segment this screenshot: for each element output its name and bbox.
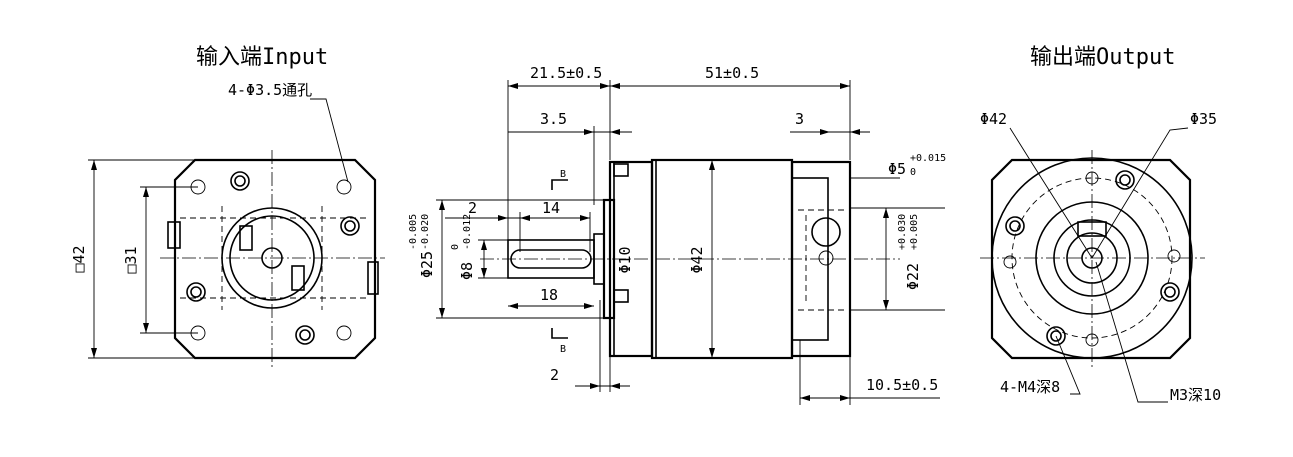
section-label-bottom: B: [560, 344, 566, 355]
dim-3-5: 3.5: [540, 110, 567, 128]
dim-body-length: 51±0.5: [705, 64, 759, 82]
dia-8-tol-upper: 0: [450, 244, 461, 250]
dia-42-side-label: Φ42: [688, 246, 706, 273]
shaft-keyway: [510, 249, 592, 269]
input-hole-note: 4-Φ3.5通孔: [228, 81, 312, 99]
input-square-inner-label: □31: [122, 246, 140, 273]
dia-8-label: Φ8: [458, 262, 476, 280]
dim-14: 14: [542, 199, 560, 217]
output-flange-outline: [990, 158, 1192, 360]
input-side-lug-left: [167, 221, 181, 249]
output-end-view: 输出端Output Φ42 Φ35 4-M4深8 M3深10: [980, 45, 1221, 404]
input-bolt-holes: [186, 171, 360, 345]
dim-3: 3: [795, 110, 804, 128]
dia-25-tol-lower: -0.020: [420, 214, 431, 250]
hole-note-leader: [310, 98, 349, 183]
dia-25-tol-upper: -0.005: [408, 214, 419, 250]
dim-2-bottom: 2: [550, 366, 559, 384]
dia-10-label: Φ10: [616, 246, 634, 273]
dia-8-tol-lower: -0.012: [462, 214, 473, 250]
thread-note-m4: 4-M4深8: [1000, 378, 1060, 396]
output-view-title: 输出端Output: [1030, 45, 1175, 70]
dim-2-top: 2: [468, 199, 477, 217]
dia-22-tol-upper: +0.030: [897, 214, 908, 250]
input-side-lug-right: [367, 261, 379, 295]
input-clamp-right: [291, 265, 305, 291]
input-clamp-left: [239, 225, 253, 251]
side-view: 21.5±0.5 51±0.5 3.5 3: [408, 64, 946, 405]
dia-22-tol-lower: +0.005: [909, 214, 920, 250]
section-label-top: B: [560, 169, 566, 180]
dim-18: 18: [540, 286, 558, 304]
dim-shaft-length: 21.5±0.5: [530, 64, 602, 82]
input-square-outer-label: □42: [70, 245, 88, 272]
thread-note-m3: M3深10: [1170, 386, 1221, 404]
input-view-title: 输入端Input: [196, 45, 328, 70]
dia-5-tol-lower: 0: [910, 167, 916, 178]
input-flange-outline: [173, 158, 377, 360]
dia-25-label: Φ25: [418, 251, 436, 278]
output-dia-35-label: Φ35: [1190, 110, 1217, 128]
dia-22-label: Φ22: [904, 263, 922, 290]
output-bolt-holes: [1003, 170, 1181, 347]
input-end-view: 输入端Input 4-Φ3.5通孔: [70, 45, 385, 368]
dia-5-label: Φ5: [888, 160, 906, 178]
rear-flange-hole: [811, 217, 841, 247]
dia-5-tol-upper: +0.015: [910, 153, 946, 164]
output-dia-42-label: Φ42: [980, 110, 1007, 128]
dim-10-5: 10.5±0.5: [866, 376, 938, 394]
